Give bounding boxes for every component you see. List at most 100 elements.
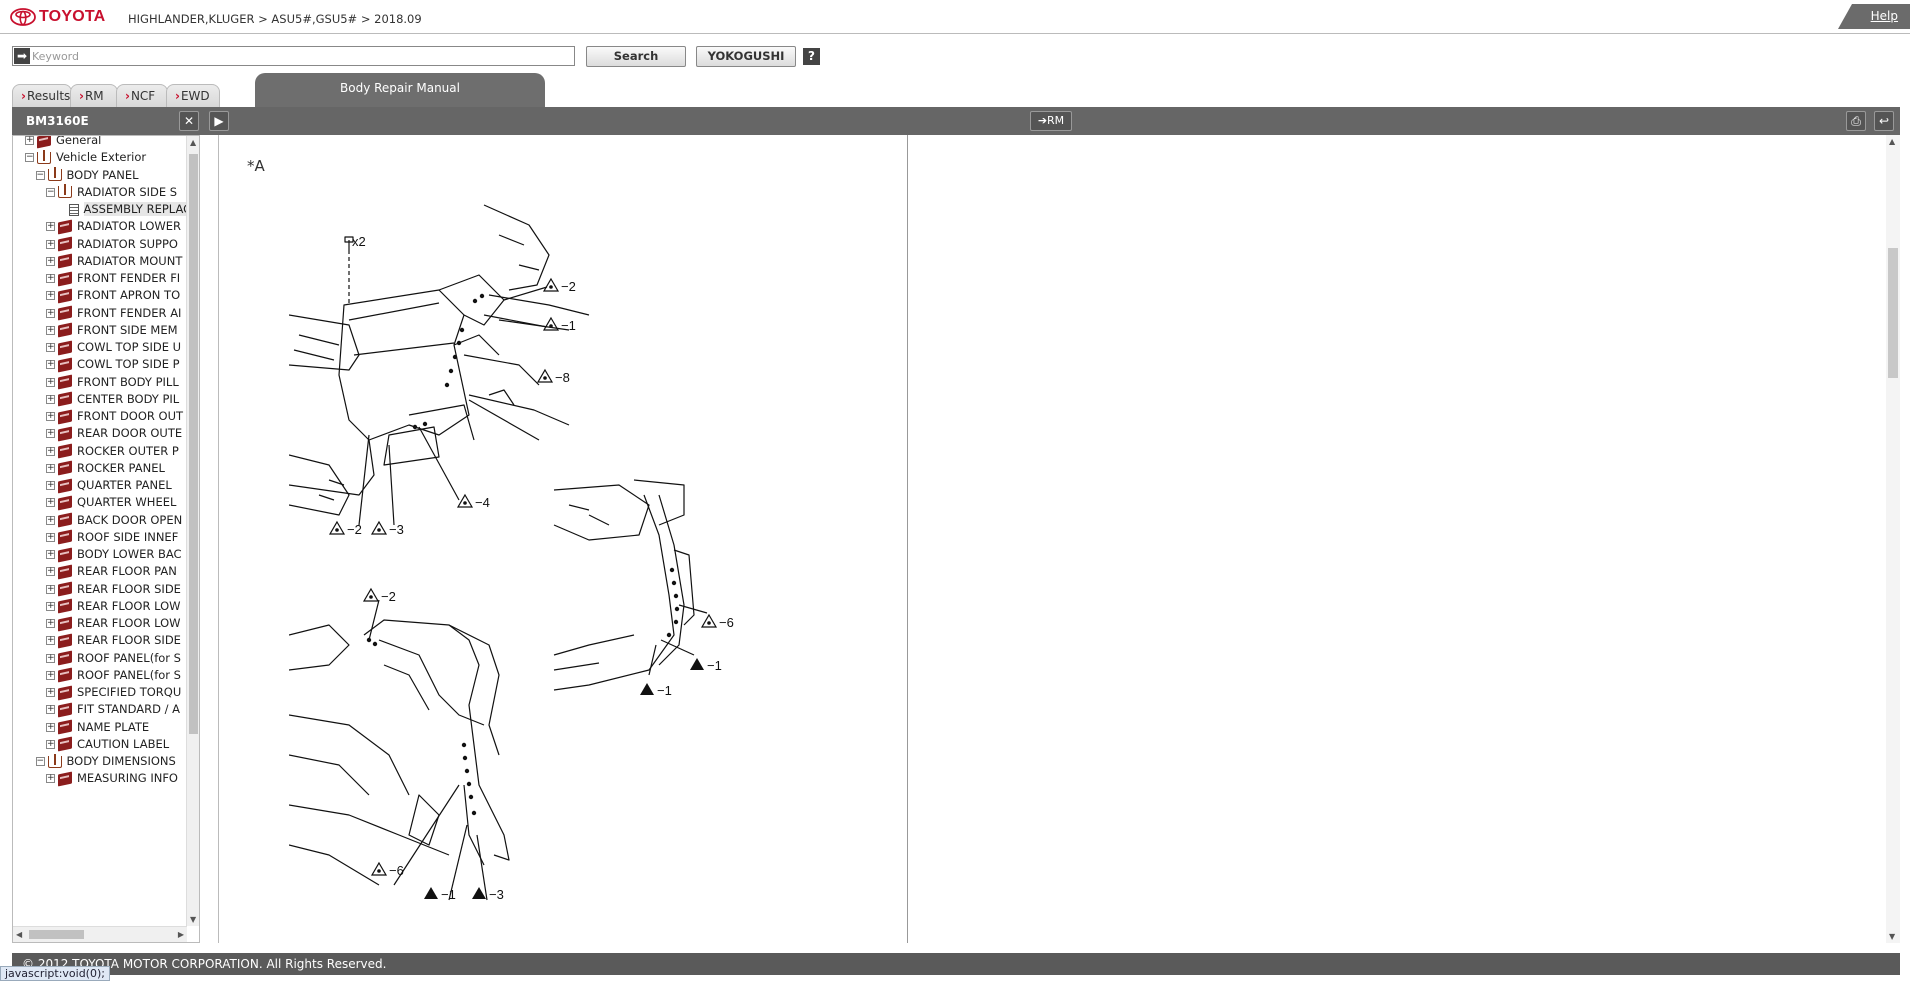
tree-node[interactable]: +REAR FLOOR SIDE xyxy=(46,632,181,649)
tree-node-label[interactable]: BODY DIMENSIONS xyxy=(66,754,176,768)
tree-node[interactable]: −Vehicle Exterior xyxy=(25,149,146,165)
scrollbar-thumb[interactable] xyxy=(1888,248,1898,378)
tree-node-label[interactable]: REAR DOOR OUTE xyxy=(77,426,183,441)
expand-icon[interactable]: + xyxy=(46,583,55,594)
tab-body-repair-manual[interactable]: Body Repair Manual xyxy=(255,73,545,107)
expand-icon[interactable]: + xyxy=(46,669,55,680)
tree-node[interactable]: + RADIATOR LOWER xyxy=(46,218,182,235)
expand-icon[interactable]: + xyxy=(46,738,55,749)
tree-node[interactable]: + FIT STANDARD / A xyxy=(46,701,181,718)
tree-node[interactable]: +ROOF PANEL(for S xyxy=(46,650,181,666)
expand-icon[interactable]: + xyxy=(46,428,55,439)
tree-node[interactable]: + FRONT APRON TO xyxy=(46,287,181,304)
expand-icon[interactable]: + xyxy=(46,618,55,628)
tree-node-label[interactable]: QUARTER WHEEL xyxy=(77,495,177,510)
tree-node[interactable]: +SPECIFIED TORQU xyxy=(46,684,181,700)
help-link[interactable]: Help xyxy=(1870,9,1898,23)
close-tree-button[interactable]: ✕ xyxy=(179,111,199,131)
tree-node-label[interactable]: FRONT FENDER AI xyxy=(77,305,182,320)
tree-node-label[interactable]: RADIATOR MOUNT xyxy=(77,253,183,268)
tree-node[interactable]: +ROOF SIDE INNEF xyxy=(46,529,178,545)
tree-node-label[interactable]: COWL TOP SIDE P xyxy=(77,357,180,372)
expand-icon[interactable]: + xyxy=(46,462,55,473)
tree-node-label[interactable]: BODY PANEL xyxy=(66,167,139,182)
tree-node-label[interactable]: MEASURING INFO xyxy=(77,771,178,786)
tree-node[interactable]: + RADIATOR SUPPO xyxy=(46,236,178,252)
tree-node-label[interactable]: NAME PLATE xyxy=(77,719,150,734)
print-icon[interactable]: ⎙ xyxy=(1846,111,1866,131)
tree-node-label[interactable]: ROOF PANEL(for S xyxy=(77,667,181,682)
tree-node[interactable]: +COWL TOP SIDE P xyxy=(46,356,180,373)
tree-node[interactable]: +CENTER BODY PIL xyxy=(46,391,179,407)
tab-ncf[interactable]: ›NCF xyxy=(116,84,168,107)
tree-node-label[interactable]: REAR FLOOR PAN xyxy=(77,564,177,579)
expand-icon[interactable]: + xyxy=(46,238,55,249)
help-question-icon[interactable]: ? xyxy=(803,48,820,65)
tree-node[interactable]: +General xyxy=(25,136,101,148)
tree-node[interactable]: + REAR FLOOR LOW xyxy=(46,615,181,631)
scroll-right-icon[interactable]: ▶ xyxy=(177,930,184,939)
tree-node-label[interactable]: REAR FLOOR LOW xyxy=(77,616,181,630)
tree-node[interactable]: − RADIATOR SIDE S xyxy=(46,184,177,200)
collapse-icon[interactable]: − xyxy=(25,152,34,163)
tree-node-label[interactable]: SPECIFIED TORQU xyxy=(77,685,182,699)
tree-node-label[interactable]: REAR FLOOR LOW xyxy=(77,598,181,613)
tree-node[interactable]: +FRONT BODY PILL xyxy=(46,374,179,390)
expand-icon[interactable]: + xyxy=(46,480,55,490)
tree-node-label[interactable]: FRONT SIDE MEM xyxy=(77,322,178,337)
expand-icon[interactable]: + xyxy=(46,290,55,301)
expand-icon[interactable]: + xyxy=(25,136,34,145)
expand-icon[interactable]: + xyxy=(46,566,55,577)
tree-node[interactable]: − BODY PANEL xyxy=(35,167,139,183)
expand-icon[interactable]: + xyxy=(46,549,55,559)
tree-node-label[interactable]: QUARTER PANEL xyxy=(77,478,172,492)
expand-icon[interactable]: + xyxy=(46,221,55,232)
tree-node[interactable]: + ROCKER PANEL xyxy=(46,460,165,476)
tree-node-label[interactable]: ROCKER PANEL xyxy=(77,460,165,475)
expand-icon[interactable]: + xyxy=(46,704,55,715)
tree-node[interactable]: +REAR FLOOR LOW xyxy=(46,598,181,614)
tree-node-label[interactable]: RADIATOR LOWER xyxy=(77,219,182,234)
scrollbar-thumb[interactable] xyxy=(189,154,198,734)
tree-node-label[interactable]: ROCKER OUTER P xyxy=(77,443,179,458)
expand-arrow-icon[interactable]: ▶ xyxy=(209,111,229,131)
tree-node-label[interactable]: FRONT APRON TO xyxy=(77,288,181,303)
expand-icon[interactable]: + xyxy=(46,514,55,525)
collapse-icon[interactable]: − xyxy=(46,186,55,197)
expand-icon[interactable]: + xyxy=(46,411,55,421)
tree-horizontal-scrollbar[interactable]: ◀ ▶ xyxy=(13,926,187,942)
expand-icon[interactable]: + xyxy=(46,497,55,508)
tab-rm[interactable]: ›RM xyxy=(70,84,118,107)
tree-node[interactable]: + FRONT FENDER FI xyxy=(46,270,180,286)
expand-icon[interactable]: + xyxy=(46,324,55,335)
tree-node[interactable]: +ROCKER OUTER P xyxy=(46,443,179,459)
tree-node-label[interactable]: ASSEMBLY REPLAC xyxy=(83,202,187,216)
tree-node[interactable]: ASSEMBLY REPLAC xyxy=(57,201,187,217)
tree-node[interactable]: + REAR FLOOR PAN xyxy=(46,563,177,580)
scroll-left-icon[interactable]: ◀ xyxy=(16,930,23,939)
tree-node-label[interactable]: RADIATOR SUPPO xyxy=(77,236,178,251)
collapse-icon[interactable]: − xyxy=(35,756,45,766)
tree-node[interactable]: + BACK DOOR OPEN xyxy=(46,512,182,528)
toyota-logo[interactable]: TOYOTA xyxy=(10,8,105,26)
collapse-icon[interactable]: − xyxy=(35,169,45,180)
tree-node-label[interactable]: BACK DOOR OPEN xyxy=(77,512,183,527)
back-icon[interactable]: ↩ xyxy=(1874,111,1894,131)
rm-link-button[interactable]: ➔RM xyxy=(1030,111,1072,131)
tree-node[interactable]: + FRONT SIDE MEM xyxy=(46,322,178,338)
scroll-up-icon[interactable]: ▲ xyxy=(190,138,197,147)
expand-icon[interactable]: + xyxy=(46,773,55,784)
tree-node-label[interactable]: FRONT FENDER FI xyxy=(77,271,181,285)
tree-node[interactable]: +RADIATOR MOUNT xyxy=(46,253,182,269)
tree-node-label[interactable]: COWL TOP SIDE U xyxy=(77,340,182,354)
scroll-down-icon[interactable]: ▼ xyxy=(1889,932,1896,941)
tree-node-label[interactable]: RADIATOR SIDE S xyxy=(77,184,178,199)
tree-node[interactable]: +COWL TOP SIDE U xyxy=(46,339,181,355)
expand-icon[interactable]: + xyxy=(46,635,55,646)
expand-icon[interactable]: + xyxy=(46,273,55,283)
help-button[interactable]: Help xyxy=(1838,4,1910,29)
tree-node-label[interactable]: FIT STANDARD / A xyxy=(77,702,181,717)
tree-node[interactable]: + FRONT FENDER AI xyxy=(46,305,181,321)
scrollbar-thumb[interactable] xyxy=(29,930,84,939)
expand-icon[interactable]: + xyxy=(46,307,55,318)
